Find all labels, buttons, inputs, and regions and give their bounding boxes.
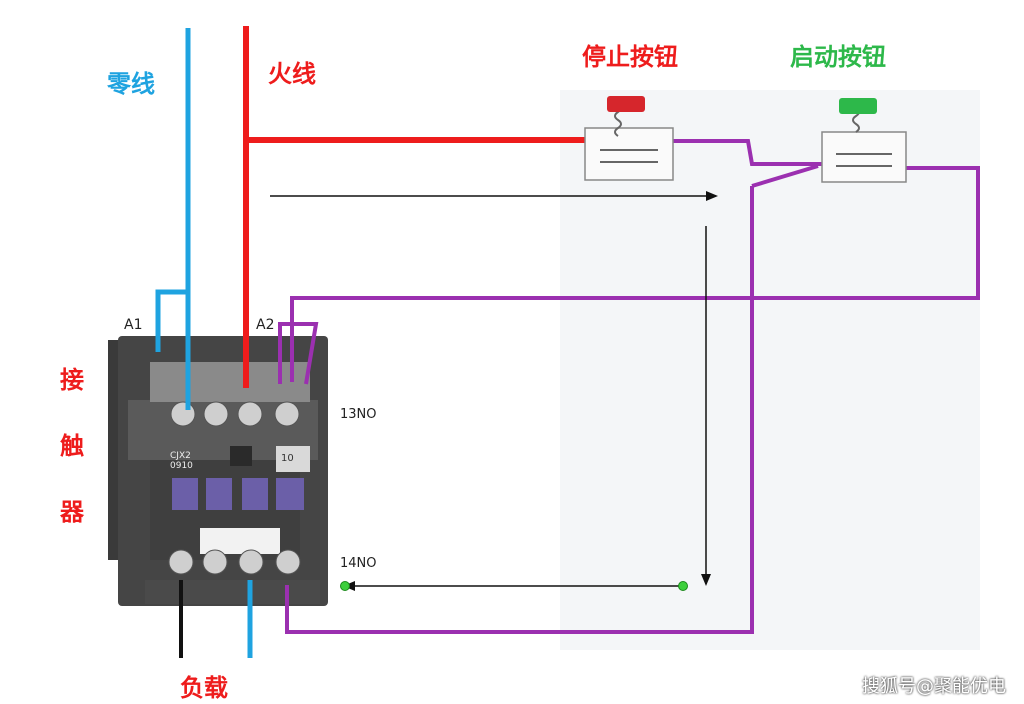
neutral-wire — [155, 28, 253, 658]
load-label: 负载 — [180, 674, 228, 702]
background-panel — [560, 90, 980, 650]
contactor-label-char-2: 触 — [60, 432, 84, 460]
node-14no — [340, 581, 350, 591]
device-model-line-1: CJX2 — [170, 451, 191, 461]
control-wire — [278, 139, 980, 634]
contactor-label-char-1: 接 — [60, 366, 84, 394]
start-button-symbol — [821, 98, 907, 183]
start-button-label: 启动按钮 — [790, 43, 886, 71]
contact-13no-label: 13NO — [340, 407, 377, 422]
stop-button-symbol — [584, 96, 674, 181]
contact-14no-label: 14NO — [340, 556, 377, 571]
stop-button-cap — [607, 96, 645, 112]
contactor-label-char-3: 器 — [60, 498, 84, 526]
live-label: 火线 — [268, 60, 316, 88]
live-wire — [243, 26, 590, 388]
coil-a1-label: A1 — [124, 317, 143, 333]
device-panel-code: 10 — [281, 453, 294, 464]
current-flow-arrows — [270, 191, 718, 591]
neutral-label: 零线 — [107, 70, 155, 98]
watermark: 搜狐号@聚能优电 — [862, 676, 1006, 697]
node-return — [678, 581, 688, 591]
coil-a2-label: A2 — [256, 317, 275, 333]
stop-button-label: 停止按钮 — [582, 43, 678, 71]
device-model-line-2: 0910 — [170, 460, 193, 471]
contactor-device — [108, 336, 328, 606]
start-button-cap — [839, 98, 877, 114]
device-model-label: CJX2 0910 — [170, 451, 193, 472]
